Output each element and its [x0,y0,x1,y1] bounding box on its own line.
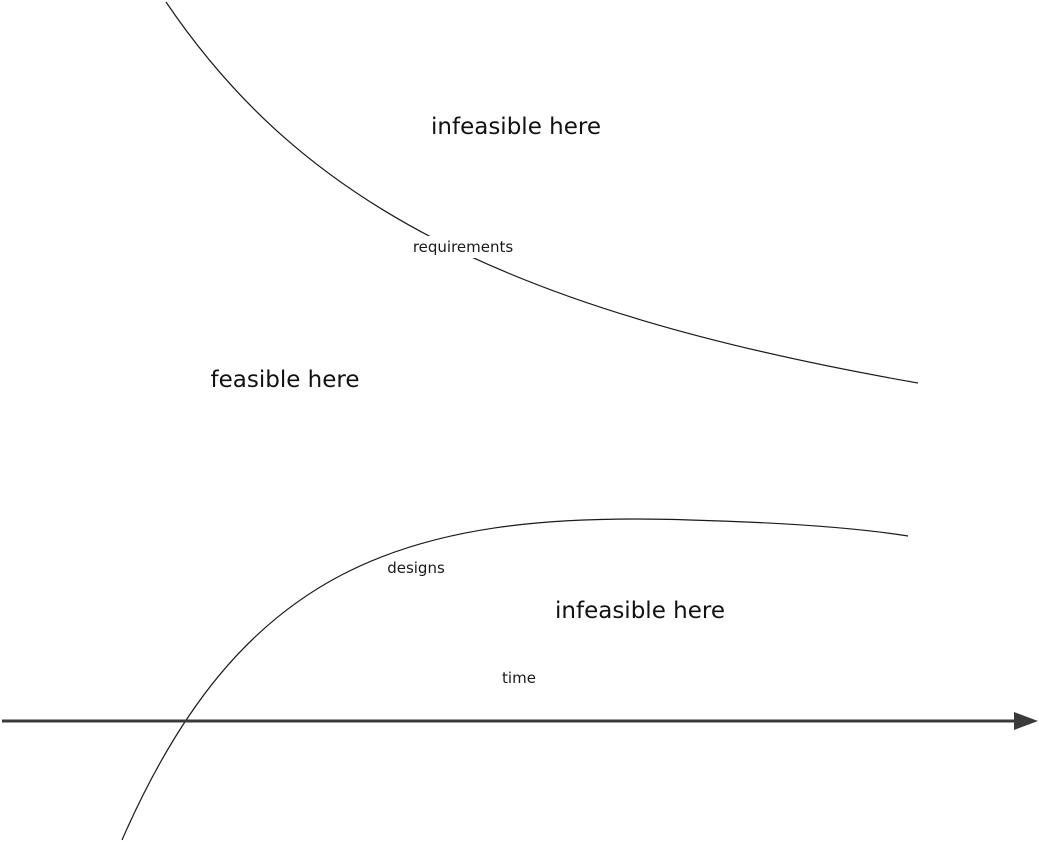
requirements-curve-label: requirements [413,238,514,256]
feasible-region-label: feasible here [211,367,360,393]
designs-curve [121,518,909,841]
designs-label-gap [383,557,449,579]
requirements-label-gap [406,236,520,258]
time-axis-arrowhead [1014,712,1038,730]
requirements-curve [165,1,919,384]
upper-infeasible-label: infeasible here [431,114,601,140]
time-axis-label: time [502,669,536,687]
designs-curve-label: designs [387,559,445,577]
lower-infeasible-label: infeasible here [555,598,725,624]
